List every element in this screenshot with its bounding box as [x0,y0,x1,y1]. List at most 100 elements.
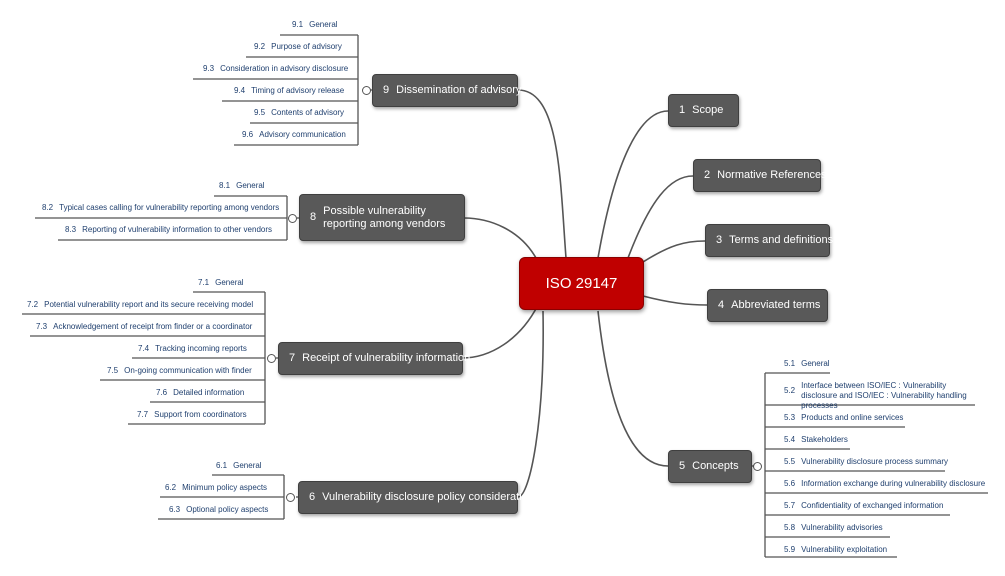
subtopic-number: 5.3 [784,413,796,422]
topic-number: 2 [704,169,711,181]
subtopic-number: 9.2 [254,42,266,51]
subtopic-number: 7.1 [198,278,210,287]
subtopic-label: Detailed information [173,388,245,397]
subtopic-label: General [801,359,830,368]
subtopic-label: Vulnerability disclosure process summary [801,457,948,466]
subtopic-number: 6.1 [216,461,228,470]
topic-number: 4 [718,299,725,311]
topic-number: 6 [309,491,316,503]
subtopic-5-4[interactable]: 5.4 Stakeholders [784,435,848,445]
subtopic-5-2[interactable]: 5.2 Interface between ISO/IEC : Vulnerabi… [784,381,974,411]
link-t1 [597,110,669,259]
topic-label: Possible vulnerability reporting among v… [323,204,446,230]
topic-number: 1 [679,104,686,116]
topic-number: 3 [716,234,723,246]
subtopic-number: 9.3 [203,64,215,73]
subtopic-7-1[interactable]: 7.1 General [198,278,244,288]
topic-concepts[interactable]: 5 Concepts [668,450,752,483]
subtopic-label: Acknowledgement of receipt from finder o… [53,322,253,331]
subtopic-5-3[interactable]: 5.3 Products and online services [784,413,903,423]
subtopic-label: Interface between ISO/IEC : Vulnerabilit… [801,381,967,410]
topic-normative-references[interactable]: 2 Normative References [693,159,827,192]
subtopic-label: Tracking incoming reports [155,344,247,353]
subtopic-label: Support from coordinators [154,410,247,419]
topic-dissemination-of-advisory[interactable]: 9 Dissemination of advisory [372,74,522,107]
subtopic-7-6[interactable]: 7.6 Detailed information [156,388,244,398]
collapse-toggle-9[interactable] [362,86,371,95]
link-t5 [597,310,669,467]
central-topic[interactable]: ISO 29147 [519,257,644,310]
subtopic-number: 7.5 [107,366,119,375]
subtopic-7-3[interactable]: 7.3 Acknowledgement of receipt from finde… [36,322,252,332]
link-t2 [627,175,694,259]
subtopic-number: 7.3 [36,322,48,331]
subtopic-label: Purpose of advisory [271,42,342,51]
subtopic-number: 9.5 [254,108,266,117]
link-t7 [461,304,539,359]
topic-abbreviated-terms[interactable]: 4 Abbreviated terms [707,289,828,322]
subtopic-number: 5.8 [784,523,796,532]
subtopic-8-2[interactable]: 8.2 Typical cases calling for vulnerabili… [42,203,279,213]
subtopic-label: Products and online services [801,413,904,422]
central-topic-label: ISO 29147 [545,275,618,292]
subtopic-number: 5.7 [784,501,796,510]
topic-number: 7 [289,352,296,364]
subtopic-number: 6.3 [169,505,181,514]
subtopic-label: General [233,461,262,470]
subtopic-number: 7.6 [156,388,168,397]
subtopic-label: Information exchange during vulnerabilit… [801,479,986,488]
subtopic-7-7[interactable]: 7.7 Support from coordinators [137,410,247,420]
topic-number: 8 [310,211,317,223]
collapse-toggle-7[interactable] [267,354,276,363]
subtopic-9-2[interactable]: 9.2 Purpose of advisory [254,42,342,52]
subtopic-5-8[interactable]: 5.8 Vulnerability advisories [784,523,883,533]
collapse-toggle-5[interactable] [753,462,762,471]
subtopic-label: Optional policy aspects [186,505,269,514]
subtopic-9-5[interactable]: 9.5 Contents of advisory [254,108,344,118]
topic-vulnerability-disclosure-policy[interactable]: 6 Vulnerability disclosure policy consid… [298,481,539,514]
subtopic-label: Vulnerability advisories [801,523,883,532]
subtopic-label: Contents of advisory [271,108,345,117]
subtopic-label: General [215,278,244,287]
subtopic-label: Potential vulnerability report and its s… [44,300,254,309]
subtopic-label: Stakeholders [801,435,848,444]
topic-receipt-of-vulnerability-information[interactable]: 7 Receipt of vulnerability information [278,342,470,375]
topic-number: 9 [383,84,390,96]
subtopic-number: 5.2 [784,386,796,395]
subtopic-label: General [309,20,338,29]
topic-scope[interactable]: 1 Scope [668,94,739,127]
subtopic-6-1[interactable]: 6.1 General [216,461,262,471]
subtopic-number: 5.4 [784,435,796,444]
subtopic-label: Reporting of vulnerability information t… [82,225,273,234]
link-t4 [642,295,708,306]
subtopic-label: Typical cases calling for vulnerability … [59,203,280,212]
subtopic-number: 8.2 [42,203,54,212]
topic-label: Scope [692,104,724,116]
topic-label: Dissemination of advisory [396,84,522,96]
collapse-toggle-8[interactable] [288,214,297,223]
topic-possible-vulnerability-reporting[interactable]: 8 Possible vulnerability reporting among… [299,194,465,241]
topic-label: Receipt of vulnerability information [302,352,471,364]
subtopic-number: 8.1 [219,181,231,190]
link-t9 [517,89,567,259]
subtopic-6-3[interactable]: 6.3 Optional policy aspects [169,505,268,515]
topic-terms-and-definitions[interactable]: 3 Terms and definitions [705,224,833,257]
collapse-toggle-6[interactable] [286,493,295,502]
subtopic-number: 7.7 [137,410,149,419]
